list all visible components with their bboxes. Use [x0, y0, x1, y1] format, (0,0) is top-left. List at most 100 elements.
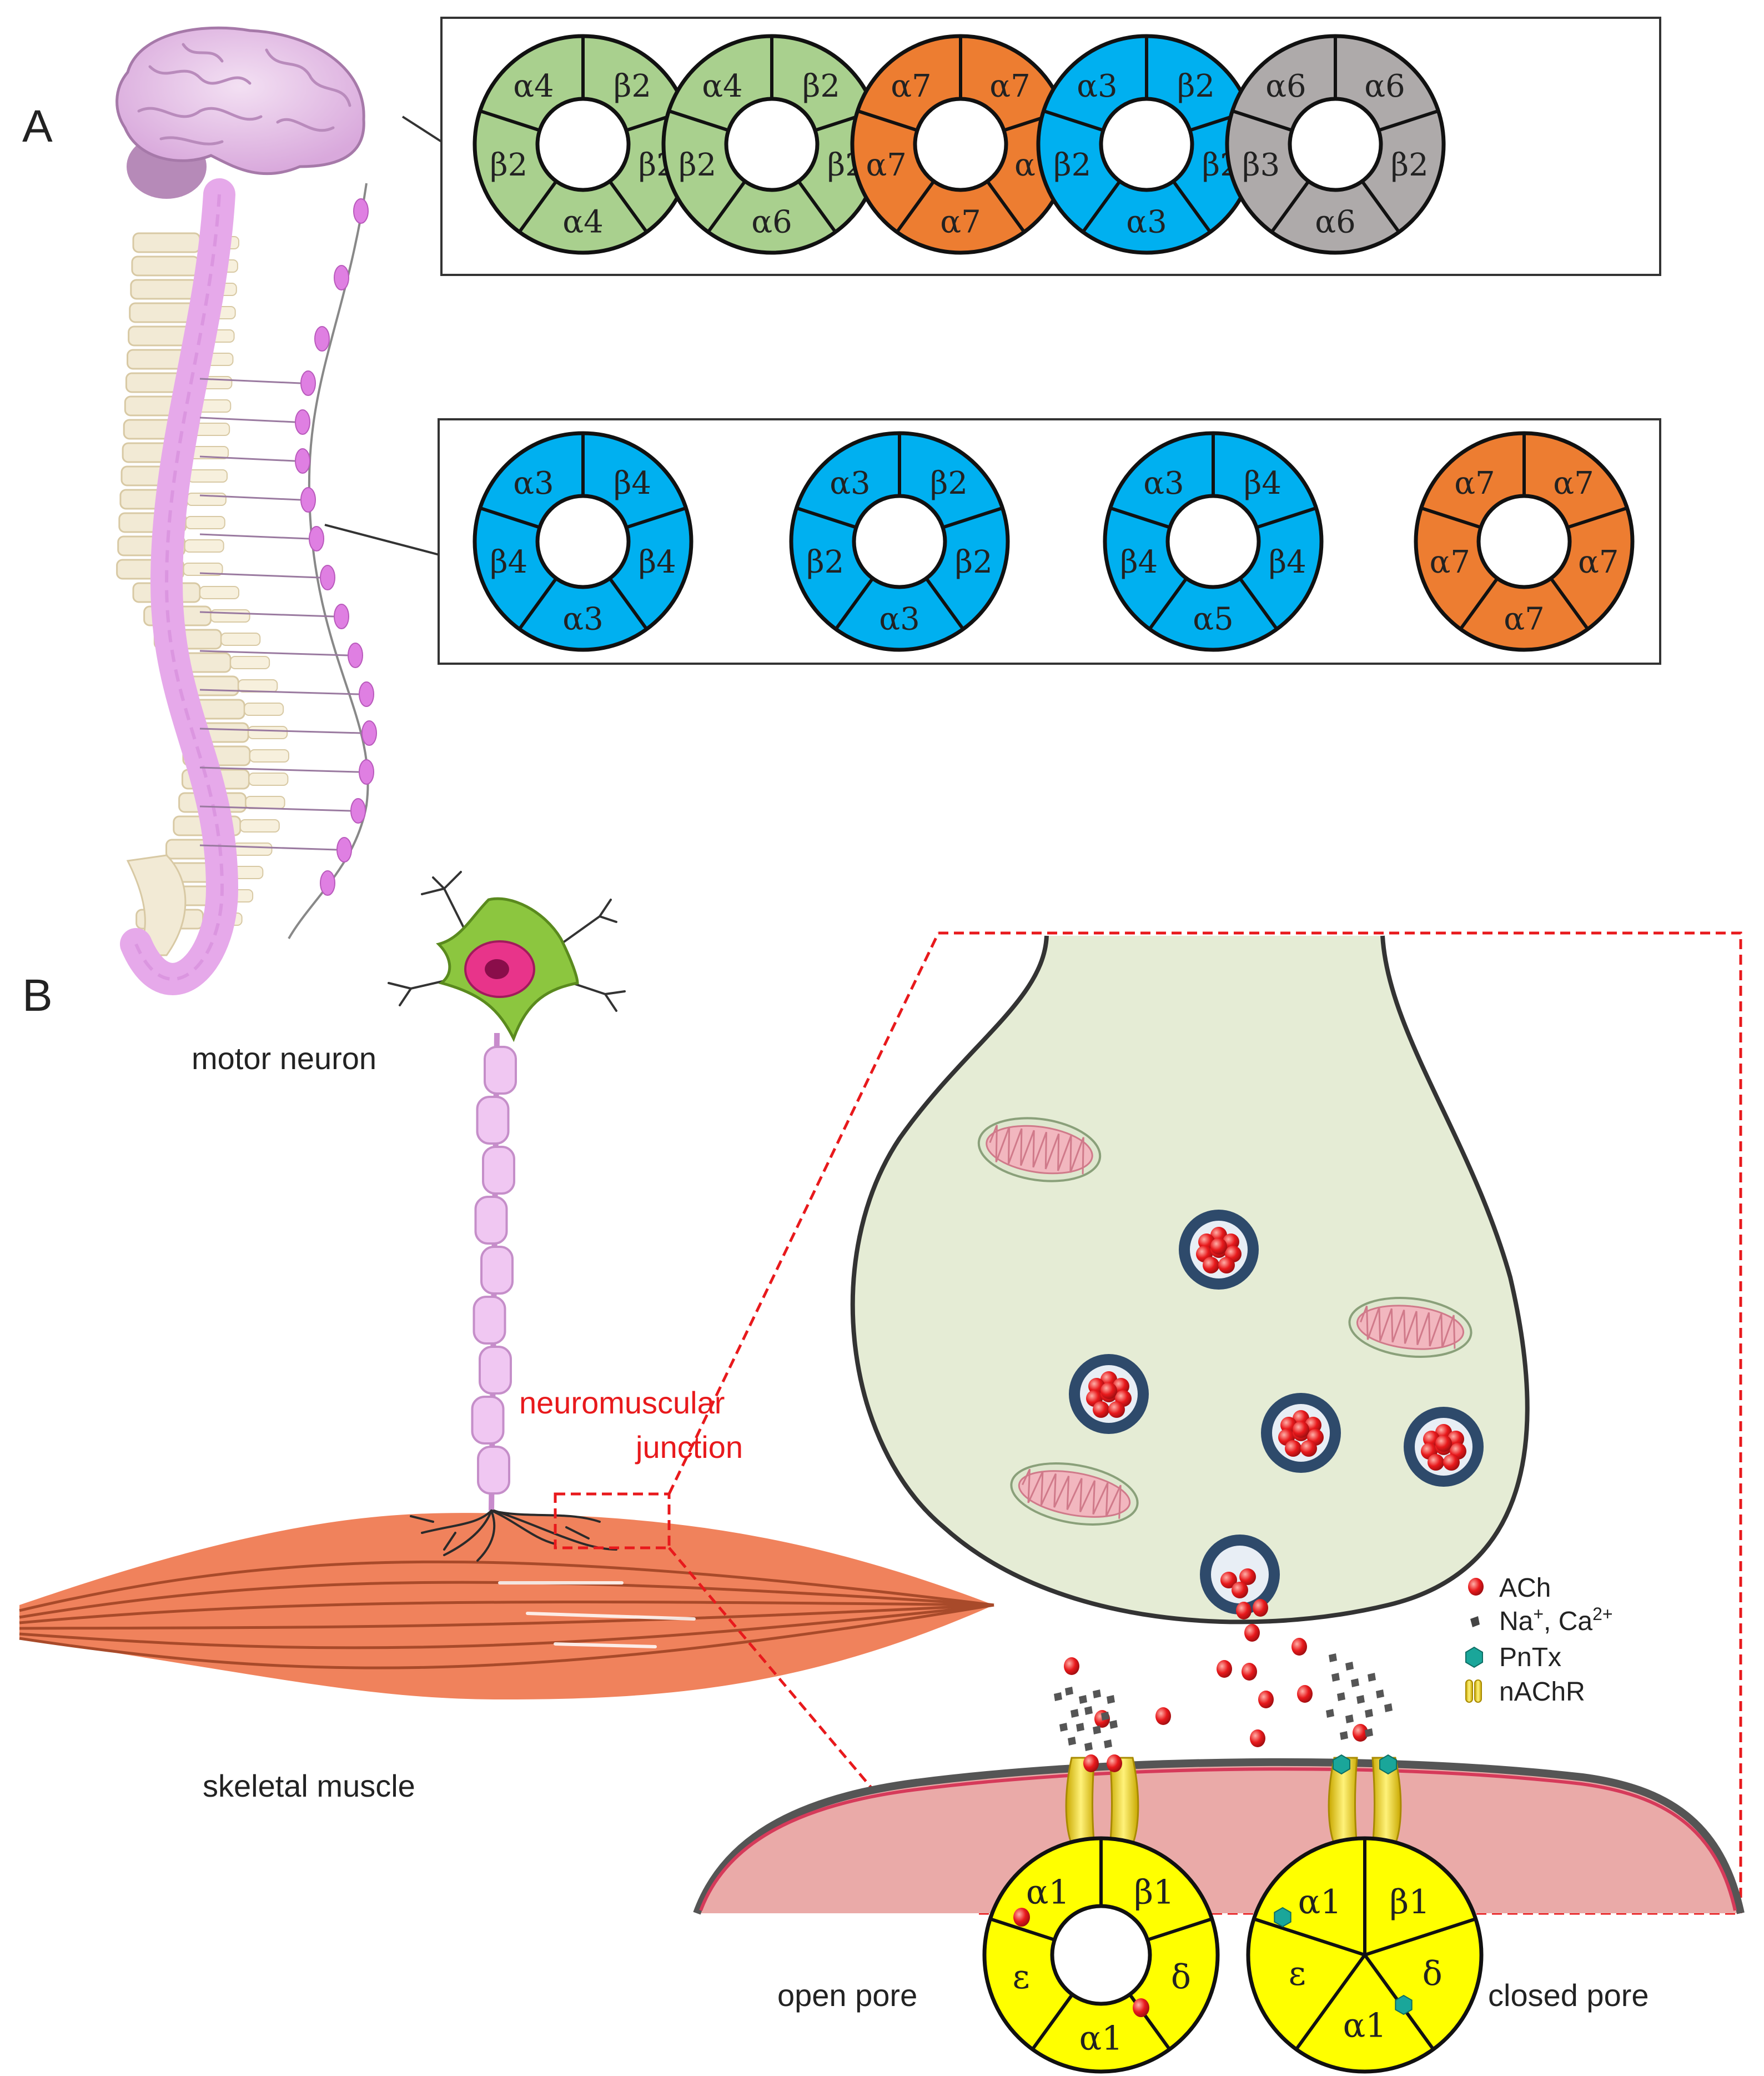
subunit-label: β4 [1244, 465, 1281, 502]
ach-molecule [1155, 1707, 1171, 1725]
subunit-label: β2 [1177, 68, 1215, 104]
ion-particle [1093, 1689, 1101, 1698]
subunit-label: α7 [989, 68, 1030, 104]
nmj-label-line2: junction [635, 1430, 743, 1465]
subunit-label: β2 [614, 68, 651, 104]
subunit-label: α6 [751, 204, 792, 240]
subunit-label: α4 [562, 204, 603, 240]
mitochondrion [1348, 1297, 1472, 1358]
motor-neuron-cell [388, 871, 626, 1042]
subunit-label: α7 [866, 147, 906, 183]
mitochondria-group [977, 1117, 1472, 1526]
presynaptic-terminal [850, 935, 1530, 1624]
subunit-label: α3 [562, 601, 603, 638]
ion-particle [1356, 1695, 1365, 1704]
subunit-label: α5 [1193, 601, 1233, 638]
ion-particle [1340, 1731, 1348, 1740]
nachr-channels [1065, 1754, 1402, 1859]
legend-ions: Na+, Ca2+ [1470, 1604, 1613, 1636]
nmj-highlight-box [554, 1492, 671, 1550]
ion-particle [1054, 1692, 1062, 1701]
nmj-label-line1: neuromuscular [519, 1385, 725, 1420]
ion-particle [1084, 1742, 1093, 1751]
ach-molecule [1353, 1724, 1368, 1742]
ion-particle [1331, 1673, 1340, 1682]
subunit-label: α1 [1343, 2007, 1387, 2045]
subunit-label: ε [1013, 1958, 1030, 1997]
ion-particle [1065, 1687, 1073, 1696]
subunit-label: α7 [1504, 601, 1544, 638]
motor-axon [471, 1032, 517, 1511]
ach-molecule [1250, 1729, 1265, 1747]
ach-molecule [1258, 1691, 1274, 1708]
subunit-label: α7 [1454, 465, 1495, 502]
subunit-label: α1 [1079, 2019, 1123, 2058]
ach-molecule [1236, 1602, 1252, 1619]
brain-illustration [115, 26, 365, 199]
subunit-label: α3 [1143, 465, 1184, 502]
subunit-label: α3 [1126, 204, 1167, 240]
synaptic-vesicle [1404, 1407, 1484, 1487]
subunit-label: α4 [513, 68, 554, 104]
nerve-terminal-branches [410, 1510, 617, 1562]
ion-particle [1365, 1728, 1373, 1737]
ion-particle [1107, 1695, 1115, 1704]
legend-nachr-label: nAChR [1499, 1677, 1585, 1707]
subunit-label: β1 [1390, 1883, 1430, 1922]
ion-particle [1071, 1709, 1079, 1718]
synaptic-vesicle [1179, 1210, 1259, 1290]
nachr-closed-channel [1328, 1754, 1402, 1859]
ion-particle [1076, 1723, 1084, 1732]
subunit-label: α7 [940, 204, 981, 240]
skeletal-muscle [19, 1513, 994, 1699]
synaptic-vesicle [1261, 1393, 1341, 1473]
brain-connector-line [401, 116, 443, 143]
synaptic-vesicle [1200, 1535, 1280, 1614]
ion-particle [1345, 1662, 1354, 1671]
ach-molecule [1217, 1660, 1232, 1678]
ion-particle [1059, 1723, 1068, 1732]
subunit-label: α7 [1429, 544, 1470, 580]
ion-particle [1329, 1653, 1337, 1662]
legend-pntx: PnTx [1465, 1643, 1561, 1672]
legend-ach-label: ACh [1499, 1573, 1551, 1603]
subunit-label: α3 [879, 601, 919, 638]
ion-particle [1109, 1720, 1118, 1729]
subunit-label: β2 [955, 544, 993, 580]
subunit-label: β2 [930, 465, 968, 502]
subunit-label: β2 [679, 147, 716, 183]
subunit-label: β4 [490, 544, 527, 580]
ion-particle [1068, 1737, 1076, 1746]
nachr-open-channel [1065, 1754, 1139, 1859]
closed-pore-label: closed pore [1488, 1978, 1649, 2013]
subunit-label: δ [1423, 1954, 1443, 1993]
subunit-label: α4 [702, 68, 742, 104]
open-pore-label: open pore [777, 1978, 917, 2013]
ion-particle [1337, 1692, 1345, 1701]
subunit-label: β4 [639, 544, 676, 580]
subunit-label: δ [1171, 1958, 1191, 1997]
subunit-label: ε [1289, 1954, 1306, 1993]
legend-pntx-label: PnTx [1499, 1643, 1561, 1672]
ach-molecule [1244, 1624, 1260, 1642]
postsynaptic-membrane [693, 1758, 1745, 1915]
subunit-label: α7 [1553, 465, 1594, 502]
legend-ach: ACh [1468, 1573, 1551, 1603]
mitochondrion [977, 1117, 1102, 1182]
ach-molecule [1064, 1657, 1079, 1675]
subunit-label: β1 [1134, 1873, 1174, 1912]
ach-molecule [1291, 1638, 1307, 1656]
